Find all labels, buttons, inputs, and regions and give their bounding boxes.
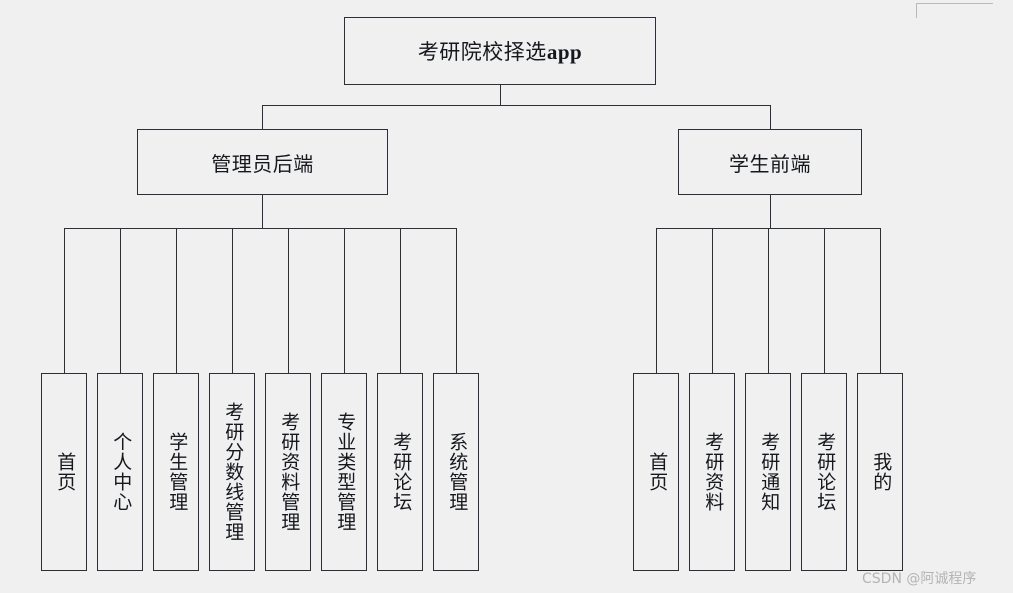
node-root-label-latin: app — [546, 40, 583, 64]
node-admin-leaf-major-type-management[interactable]: 专业类型管理 — [321, 373, 367, 571]
connector-level2-bus — [262, 105, 770, 106]
node-student-leaf-materials[interactable]: 考研资料 — [689, 373, 735, 571]
node-student-leaf-home[interactable]: 首页 — [633, 373, 679, 571]
node-student-leaf-forum[interactable]: 考研论坛 — [801, 373, 847, 571]
node-admin-backend-label: 管理员后端 — [211, 153, 314, 176]
node-student-frontend-label: 学生前端 — [729, 153, 811, 176]
node-admin-leaf-score-line-management[interactable]: 考研分数线管理 — [209, 373, 255, 571]
connector-admin-drop-1 — [64, 228, 65, 373]
node-student-frontend[interactable]: 学生前端 — [678, 129, 862, 195]
connector-student-drop-4 — [824, 228, 825, 373]
connector-admin-drop-4 — [232, 228, 233, 373]
connector-admin-drop-6 — [344, 228, 345, 373]
connector-admin-drop-2 — [120, 228, 121, 373]
node-student-leaf-notifications-label: 考研通知 — [758, 432, 780, 512]
node-admin-leaf-personal-center-label: 个人中心 — [110, 432, 132, 512]
connector-admin-drop-3 — [176, 228, 177, 373]
connector-admin-drop-8 — [456, 228, 457, 373]
node-student-leaf-materials-label: 考研资料 — [702, 432, 724, 512]
node-root-label-cjk: 考研院校择选 — [417, 40, 547, 64]
connector-student-stem — [770, 195, 771, 228]
node-student-leaf-notifications[interactable]: 考研通知 — [745, 373, 791, 571]
connector-root-stem — [500, 85, 501, 105]
node-admin-leaf-home-label: 首页 — [54, 452, 76, 492]
connector-student-drop-1 — [656, 228, 657, 373]
connector-admin-bus — [64, 228, 456, 229]
partial-rectangle-artifact — [916, 3, 993, 18]
node-admin-leaf-material-management-label: 考研资料管理 — [278, 412, 300, 532]
node-admin-leaf-score-line-management-label: 考研分数线管理 — [222, 402, 244, 542]
node-admin-leaf-student-management[interactable]: 学生管理 — [153, 373, 199, 571]
connector-drop-student — [770, 105, 771, 129]
csdn-watermark: CSDN @阿诚程序 — [862, 571, 977, 587]
connector-admin-stem — [262, 195, 263, 228]
node-student-leaf-mine-label: 我的 — [870, 452, 892, 492]
node-student-leaf-home-label: 首页 — [646, 452, 668, 492]
node-admin-leaf-personal-center[interactable]: 个人中心 — [97, 373, 143, 571]
node-student-leaf-mine[interactable]: 我的 — [857, 373, 903, 571]
node-admin-backend[interactable]: 管理员后端 — [137, 129, 388, 195]
node-admin-leaf-forum[interactable]: 考研论坛 — [377, 373, 423, 571]
node-admin-leaf-system-management[interactable]: 系统管理 — [433, 373, 479, 571]
node-student-leaf-forum-label: 考研论坛 — [814, 432, 836, 512]
node-admin-leaf-student-management-label: 学生管理 — [166, 432, 188, 512]
connector-student-drop-5 — [880, 228, 881, 373]
connector-student-drop-3 — [768, 228, 769, 373]
node-admin-leaf-forum-label: 考研论坛 — [390, 432, 412, 512]
connector-admin-drop-7 — [400, 228, 401, 373]
connector-student-drop-2 — [712, 228, 713, 373]
node-root-label: 考研院校择选app — [418, 36, 582, 66]
node-root[interactable]: 考研院校择选app — [344, 17, 656, 85]
node-admin-leaf-material-management[interactable]: 考研资料管理 — [265, 373, 311, 571]
connector-admin-drop-5 — [288, 228, 289, 373]
node-admin-leaf-home[interactable]: 首页 — [41, 373, 87, 571]
node-admin-leaf-major-type-management-label: 专业类型管理 — [334, 412, 356, 532]
node-admin-leaf-system-management-label: 系统管理 — [446, 432, 468, 512]
connector-drop-admin — [262, 105, 263, 129]
